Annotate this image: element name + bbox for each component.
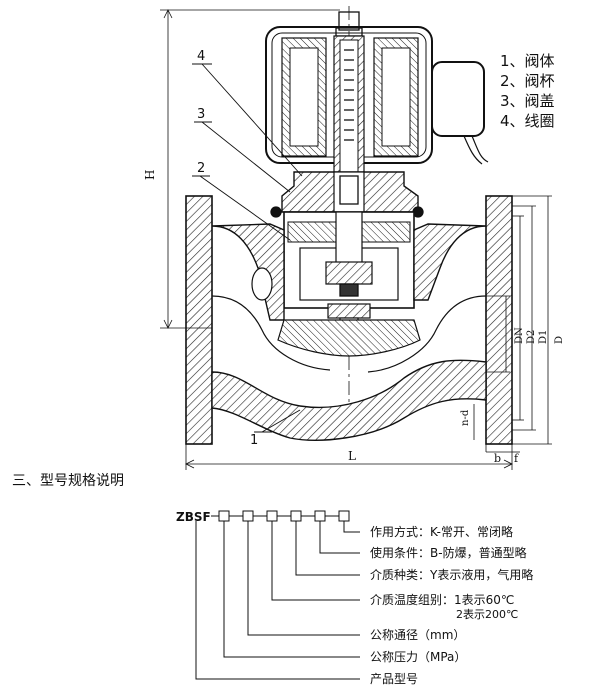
code-leaders	[195, 521, 360, 680]
code-description: 介质温度组别：1表示60℃	[370, 592, 514, 607]
dimension-diameters	[486, 195, 552, 445]
parts-legend-item: 1、阀体	[500, 52, 555, 70]
dim-d2-label: D2	[526, 330, 537, 344]
valve-body	[185, 195, 513, 445]
dim-d-label: D	[554, 336, 565, 344]
parts-legend-item: 2、阀杯	[500, 72, 555, 90]
code-description: 作用方式：K-常开、常闭略	[370, 524, 513, 539]
dim-dn-label: DN	[514, 327, 525, 344]
code-description: 2表示200℃	[456, 607, 518, 621]
valve-section-drawing	[160, 6, 552, 470]
dim-d1-label: D1	[538, 330, 549, 344]
code-description: 公称压力（MPa）	[370, 650, 466, 664]
code-description: 介质种类：Y表示液用，气用略	[370, 567, 533, 582]
dim-l-label: L	[348, 449, 356, 463]
section-title: 三、型号规格说明	[12, 473, 124, 489]
callout-3: 3	[197, 107, 205, 122]
callout-4: 4	[197, 49, 205, 64]
code-boxes	[211, 510, 350, 522]
model-code-text: ZBSF 作用方式：K-常开、常闭略 使用条件：B-防爆，普通型略 介质种类：Y…	[176, 510, 533, 686]
parts-legend: 1、阀体 2、阀杯 3、阀盖 4、线圈	[500, 52, 555, 130]
code-description: 公称通径（mm）	[370, 628, 465, 642]
callout-2: 2	[197, 161, 205, 176]
dimension-l	[185, 444, 513, 470]
dimension-bolts	[473, 404, 520, 453]
leader-lines	[192, 63, 303, 433]
code-description: 产品型号	[370, 672, 418, 686]
parts-legend-item: 4、线圈	[500, 112, 555, 130]
bonnet	[270, 171, 424, 218]
dim-b-label: b	[494, 452, 501, 465]
code-description: 使用条件：B-防爆，普通型略	[370, 545, 527, 560]
valve-cup	[283, 211, 415, 335]
model-code-diagram	[195, 510, 360, 680]
drawing-labels: 4 3 2 1 H L DN D2 D1 D n-d b f 1、阀体 2、阀杯…	[143, 49, 565, 465]
dim-h-label: H	[143, 170, 157, 180]
coil-assembly	[265, 11, 489, 165]
dim-nd-label: n-d	[460, 409, 471, 426]
dimension-h	[160, 9, 340, 329]
parts-legend-item: 3、阀盖	[500, 92, 555, 110]
dim-f-label: f	[514, 452, 519, 465]
armature-tube	[333, 35, 365, 187]
callout-1: 1	[250, 433, 258, 448]
model-prefix: ZBSF	[176, 510, 211, 524]
